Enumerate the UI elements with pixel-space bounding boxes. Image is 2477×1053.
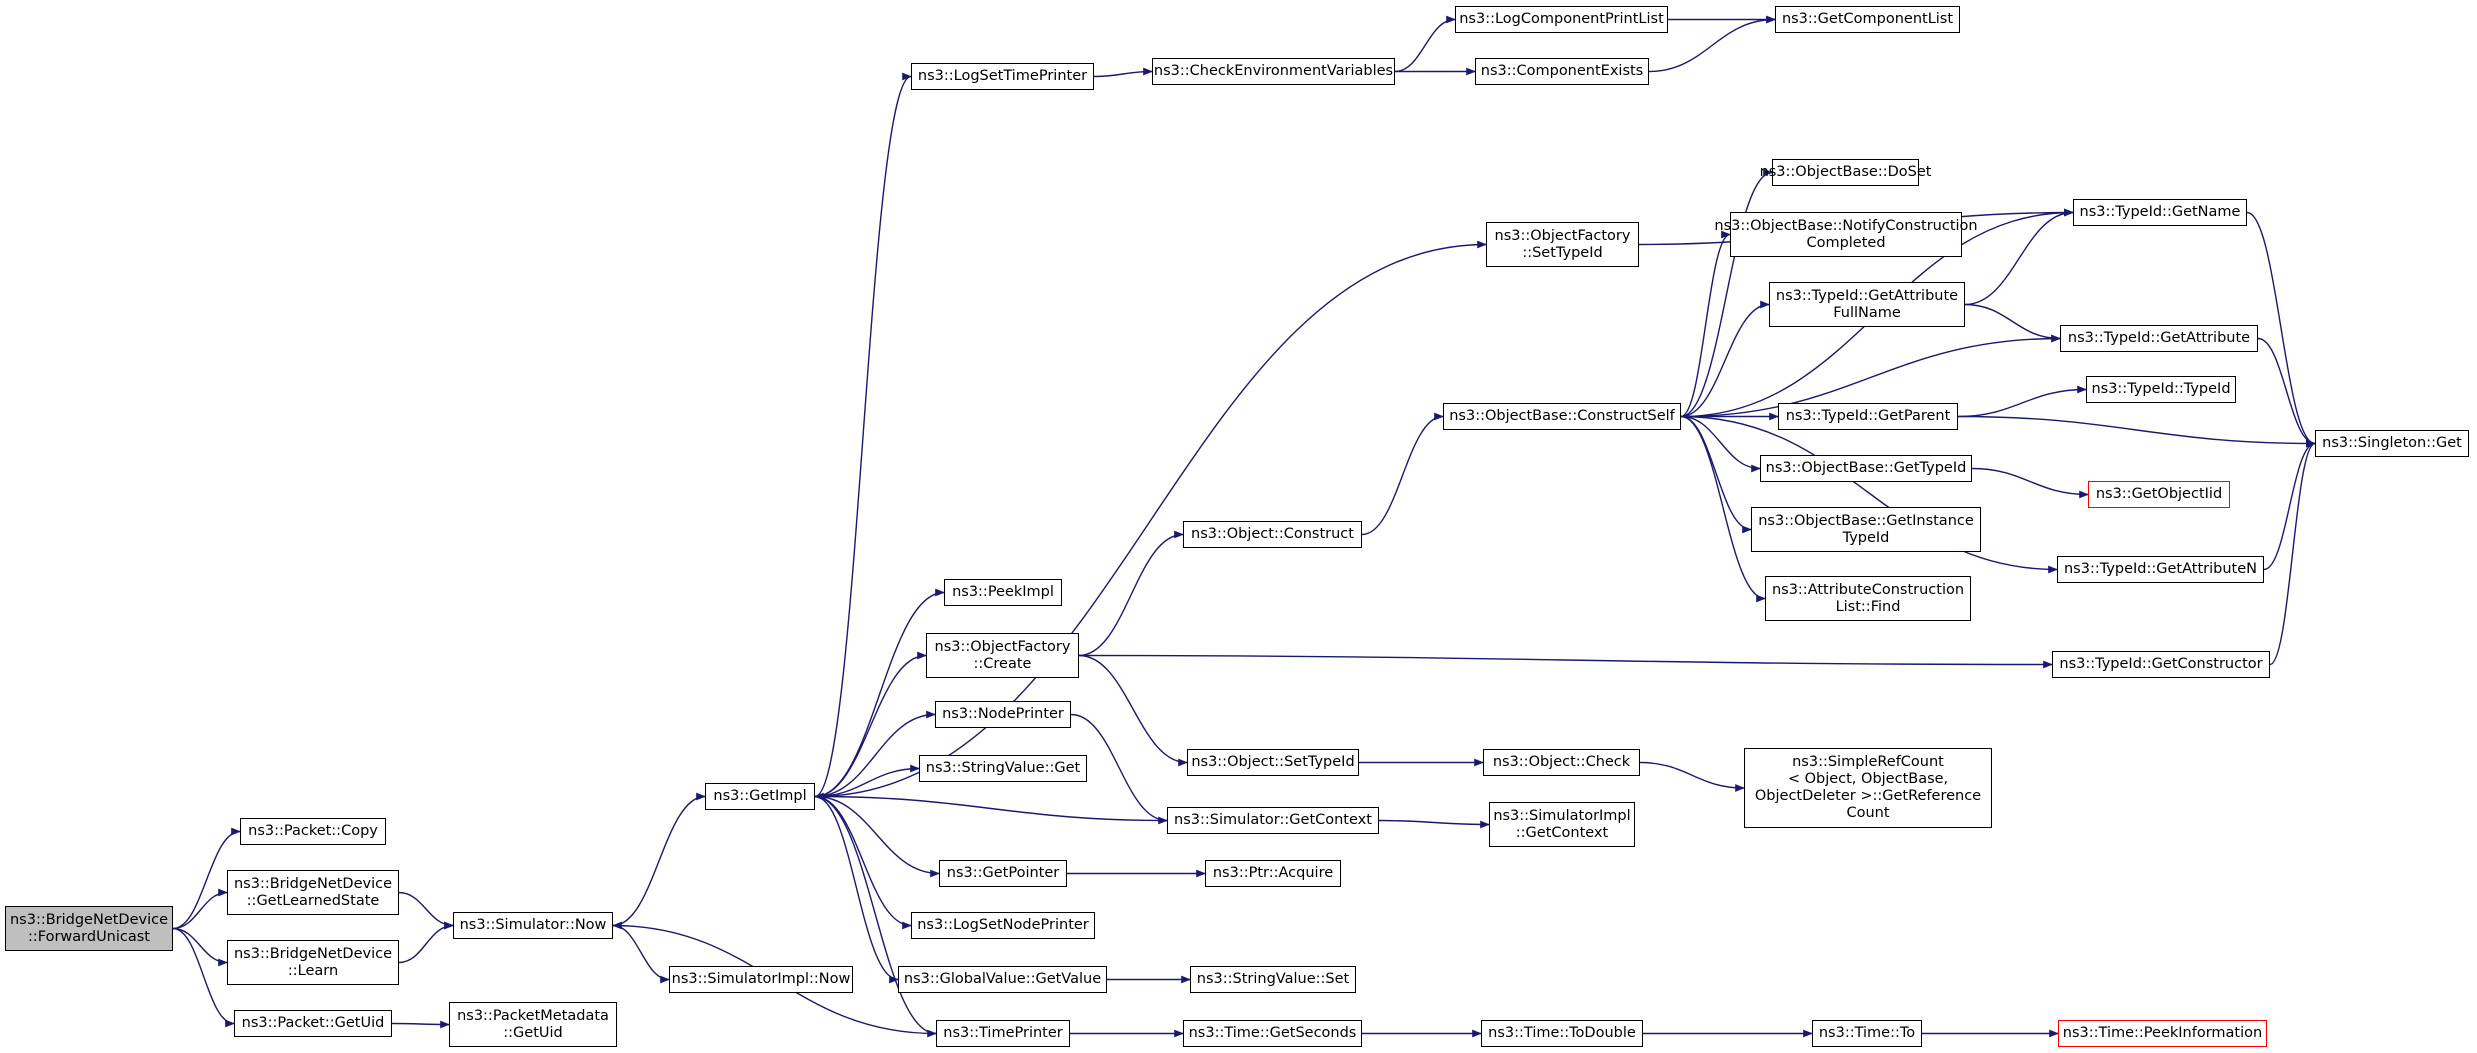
edge-getimpl-to-strvalget [814,764,920,798]
node-objconstruct[interactable]: ns3::Object::Construct [1183,521,1362,548]
node-pcopy[interactable]: ns3::Packet::Copy [240,818,386,845]
node-ofcreate[interactable]: ns3::ObjectFactory ::Create [926,633,1079,678]
edge-fwd-to-getlearned [172,888,228,930]
node-logcompprint[interactable]: ns3::LogComponentPrintList [1455,6,1668,33]
node-strvalset[interactable]: ns3::StringValue::Set [1190,966,1356,993]
edge-tidgetparent-to-singletonget [1957,415,2316,448]
node-getimpl[interactable]: ns3::GetImpl [705,783,815,810]
node-simgetctx[interactable]: ns3::Simulator::GetContext [1167,807,1379,834]
node-timeto[interactable]: ns3::Time::To [1812,1020,1922,1047]
node-timegetsec[interactable]: ns3::Time::GetSeconds [1183,1020,1362,1047]
edge-tidgetparent-to-tidtypeid [1957,385,2087,418]
edge-tidgetname-to-singletonget [2246,211,2316,448]
node-timeprinter[interactable]: ns3::TimePrinter [936,1020,1070,1047]
node-simimplnow[interactable]: ns3::SimulatorImpl::Now [669,966,853,993]
node-tidgetctor[interactable]: ns3::TypeId::GetConstructor [2052,651,2270,678]
node-obnotify[interactable]: ns3::ObjectBase::NotifyConstruction Comp… [1714,212,1978,257]
node-timepeekinfo[interactable]: ns3::Time::PeekInformation [2058,1020,2267,1047]
node-obgettypeid[interactable]: ns3::ObjectBase::GetTypeId [1760,455,1972,482]
edge-obconstructself-to-attrconstfind [1680,415,1766,603]
node-checkenv[interactable]: ns3::CheckEnvironmentVariables [1152,58,1395,85]
edge-simgetctx-to-simimplgetctx [1378,819,1490,829]
edge-ofcreate-to-tidgetctor [1078,654,2053,669]
node-tidtypeid[interactable]: ns3::TypeId::TypeId [2086,376,2236,403]
node-simnow[interactable]: ns3::Simulator::Now [453,912,613,939]
edge-nodeprinter-to-simgetctx [1070,713,1168,825]
node-fwd: ns3::BridgeNetDevice ::ForwardUnicast [5,906,173,951]
edge-tidgetctor-to-singletonget [2269,439,2316,666]
node-strvalget[interactable]: ns3::StringValue::Get [919,755,1087,782]
edge-obconstructself-to-obdoset [1680,168,1773,418]
node-timetodouble[interactable]: ns3::Time::ToDouble [1481,1020,1643,1047]
node-obconstructself[interactable]: ns3::ObjectBase::ConstructSelf [1443,403,1681,430]
edge-getimpl-to-timeprinter [814,795,937,1038]
edge-obconstructself-to-tidgetattrfull [1680,300,1770,418]
node-tidgetattrn[interactable]: ns3::TypeId::GetAttributeN [2057,556,2264,583]
edge-simgetctx-to-getimpl [814,792,1168,822]
edge-logsettime-to-checkenv [1093,67,1153,78]
node-objcheck[interactable]: ns3::Object::Check [1483,749,1640,776]
edge-fwd-to-learn [172,927,228,967]
node-tidgetparent[interactable]: ns3::TypeId::GetParent [1778,403,1958,430]
edge-objconstruct-to-obconstructself [1361,412,1444,536]
node-pmgetuid[interactable]: ns3::PacketMetadata ::GetUid [449,1002,617,1047]
edge-getimpl-to-gvgetvalue [814,795,899,984]
edge-pgetuid-to-pmgetuid [391,1020,450,1029]
edge-getimpl-to-ofcreate [814,651,927,798]
node-learn[interactable]: ns3::BridgeNetDevice ::Learn [227,940,399,985]
node-getobjectiid[interactable]: ns3::GetObjectIid [2088,481,2230,508]
edge-obconstructself-to-obgetinsttypeid [1680,415,1752,534]
edge-getimpl-to-nodeprinter [814,710,936,798]
edge-tidgetattrfull-to-tidgetname [1964,208,2074,306]
node-simplerefcount[interactable]: ns3::SimpleRefCount < Object, ObjectBase… [1744,748,1992,828]
node-obgetinsttypeid[interactable]: ns3::ObjectBase::GetInstance TypeId [1751,507,1981,552]
node-peekimpl[interactable]: ns3::PeekImpl [944,579,1062,606]
node-gvgetvalue[interactable]: ns3::GlobalValue::GetValue [898,966,1107,993]
edge-getimpl-to-getpointer [814,795,940,878]
node-getpointer[interactable]: ns3::GetPointer [939,860,1067,887]
edge-obconstructself-to-tidgetattrn [1680,415,2058,574]
node-obdoset[interactable]: ns3::ObjectBase::DoSet [1760,159,1931,186]
node-logsettime[interactable]: ns3::LogSetTimePrinter [911,63,1094,90]
edge-ofcreate-to-objconstruct [1078,530,1184,657]
edge-tidgetattr-to-singletonget [2257,337,2316,448]
edge-fwd-to-pgetuid [172,927,235,1028]
edge-simnow-to-getimpl [612,792,706,927]
edge-tidgetattrfull-to-tidgetattr [1964,303,2061,343]
node-ptracquire[interactable]: ns3::Ptr::Acquire [1205,860,1341,887]
node-simimplgetctx[interactable]: ns3::SimulatorImpl ::GetContext [1489,802,1635,847]
edge-obconstructself-to-obgettypeid [1680,415,1761,473]
node-tidgetattr[interactable]: ns3::TypeId::GetAttribute [2060,325,2258,352]
node-ofsettypeid[interactable]: ns3::ObjectFactory ::SetTypeId [1486,222,1639,267]
node-pgetuid[interactable]: ns3::Packet::GetUid [234,1010,392,1037]
edge-obconstructself-to-obnotify [1680,230,1731,418]
node-getlearned[interactable]: ns3::BridgeNetDevice ::GetLearnedState [227,870,399,915]
edge-obconstructself-to-tidgetattr [1680,334,2061,418]
edge-learn-to-simnow [398,921,454,964]
node-tidgetattrfull[interactable]: ns3::TypeId::GetAttribute FullName [1769,282,1965,327]
edge-obgettypeid-to-getobjectiid [1971,467,2089,499]
node-singletonget[interactable]: ns3::Singleton::Get [2315,430,2469,457]
node-objsettypeid[interactable]: ns3::Object::SetTypeId [1187,749,1359,776]
edge-getlearned-to-simnow [398,891,454,930]
edge-checkenv-to-logcompprint [1394,15,1456,73]
node-getcomplist[interactable]: ns3::GetComponentList [1775,6,1960,33]
node-attrconstfind[interactable]: ns3::AttributeConstruction List::Find [1765,576,1971,621]
edge-objcheck-to-simplerefcount [1639,761,1745,792]
edge-getimpl-to-logsetnode [814,795,912,930]
edge-compexists-to-getcomplist [1648,15,1776,73]
edge-getimpl-to-logsettime [814,72,912,798]
edge-simnow-to-simimplnow [612,924,670,984]
node-nodeprinter[interactable]: ns3::NodePrinter [935,701,1071,728]
node-tidgetname[interactable]: ns3::TypeId::GetName [2073,199,2247,226]
node-logsetnode[interactable]: ns3::LogSetNodePrinter [911,912,1095,939]
node-compexists[interactable]: ns3::ComponentExists [1475,58,1649,85]
edge-ofcreate-to-objsettypeid [1078,654,1188,767]
edge-getimpl-to-ofsettypeid [814,240,1487,798]
edge-tidgetattrn-to-singletonget [2263,439,2316,571]
edge-fwd-to-pcopy [172,827,241,930]
